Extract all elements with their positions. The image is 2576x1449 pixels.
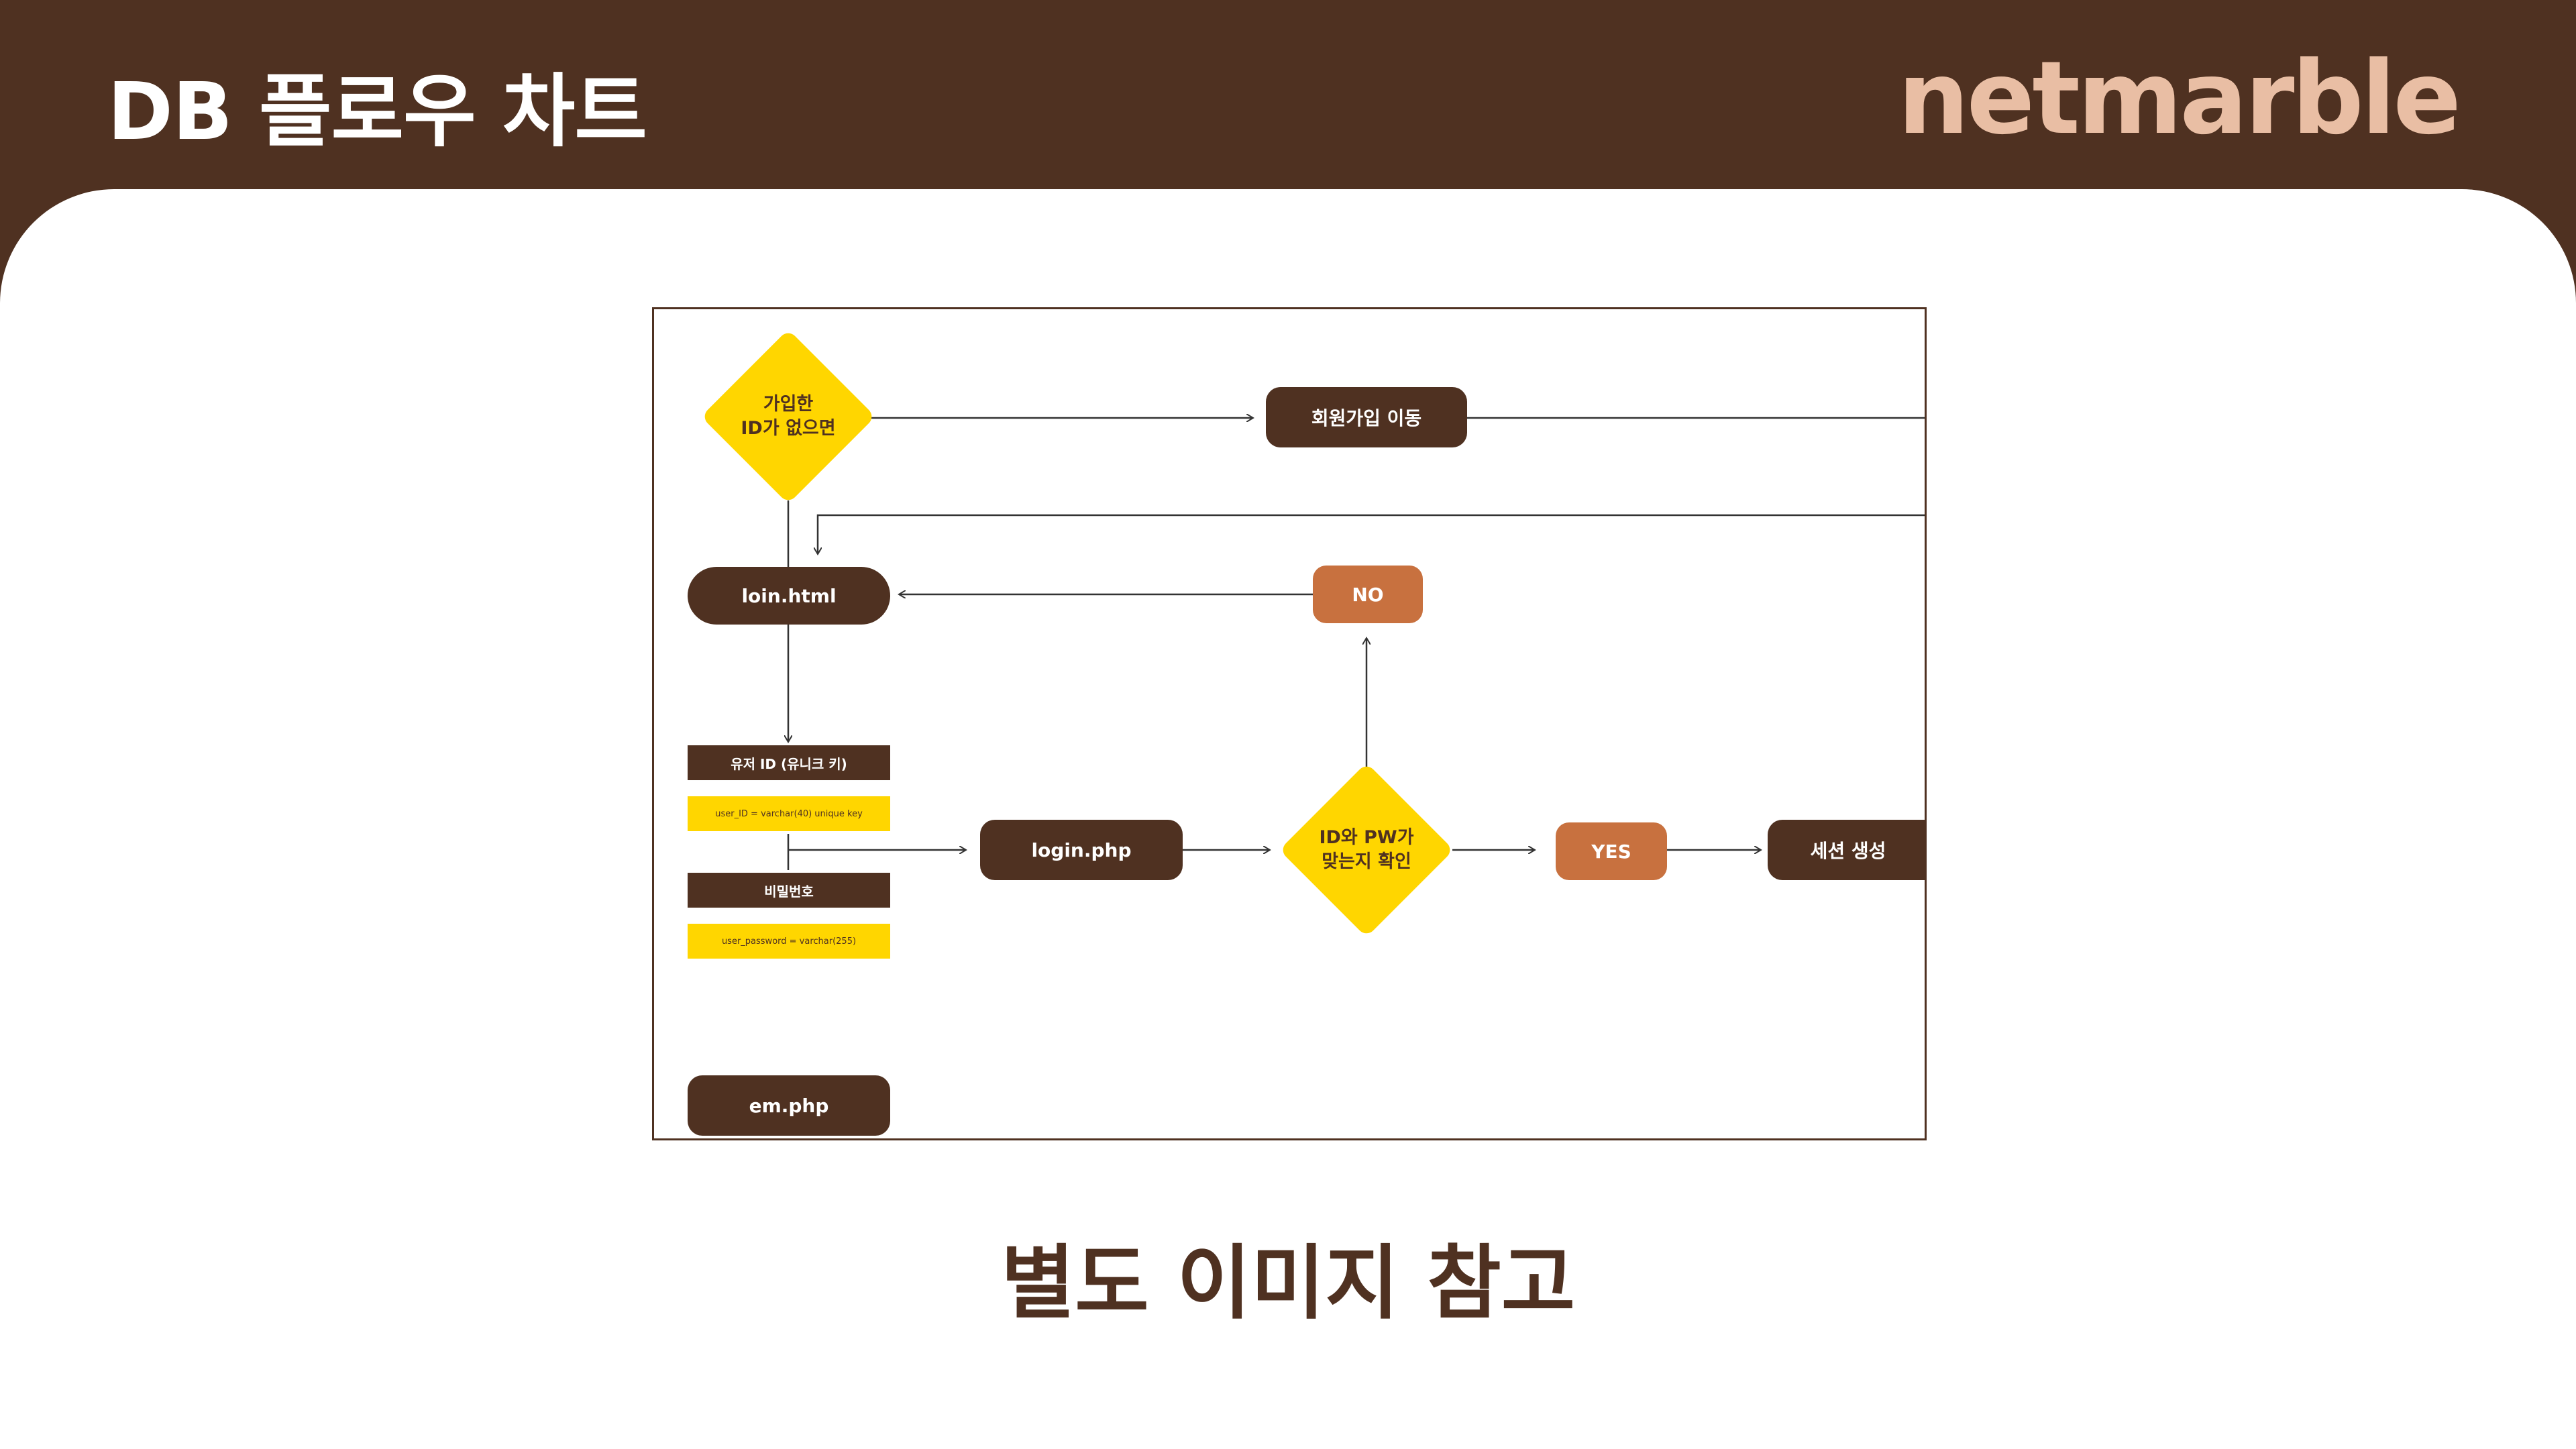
decision-check-line1: ID와 PW가 [1319, 827, 1414, 848]
caption: 별도 이미지 참고 [1000, 1237, 1576, 1330]
login-html-node: loin.html [688, 567, 890, 625]
session-node: 세션 생성 [1768, 820, 1925, 880]
em-php-node: em.php [688, 1075, 890, 1136]
no-node: NO [1313, 566, 1423, 623]
page-title: DB 플로우 차트 [107, 65, 647, 158]
decision-no-id-line1: 가입한 [763, 394, 814, 415]
flowchart-diagram: 가입한 ID가 없으면 회원가입 이동 loin.html NO 유저 ID (… [652, 307, 1927, 1140]
netmarble-logo: netmarble [1897, 40, 2461, 157]
signup-node: 회원가입 이동 [1266, 387, 1467, 447]
login-php-node: login.php [980, 820, 1183, 880]
decision-no-id-line2: ID가 없으면 [741, 418, 836, 439]
decision-check-line2: 맞는지 확인 [1322, 851, 1411, 872]
arrow-return-login [818, 514, 1925, 554]
decision-no-id: 가입한 ID가 없으면 [700, 329, 876, 504]
password-header: 비밀번호 [688, 873, 890, 908]
password-field: user_password = varchar(255) [688, 924, 890, 959]
user-id-field: user_ID = varchar(40) unique key [688, 796, 890, 831]
decision-check-credentials: ID와 PW가 맞는지 확인 [1279, 762, 1454, 938]
connector-lines [654, 309, 1925, 870]
user-id-header: 유저 ID (유니크 키) [688, 745, 890, 780]
yes-node: YES [1556, 822, 1667, 880]
